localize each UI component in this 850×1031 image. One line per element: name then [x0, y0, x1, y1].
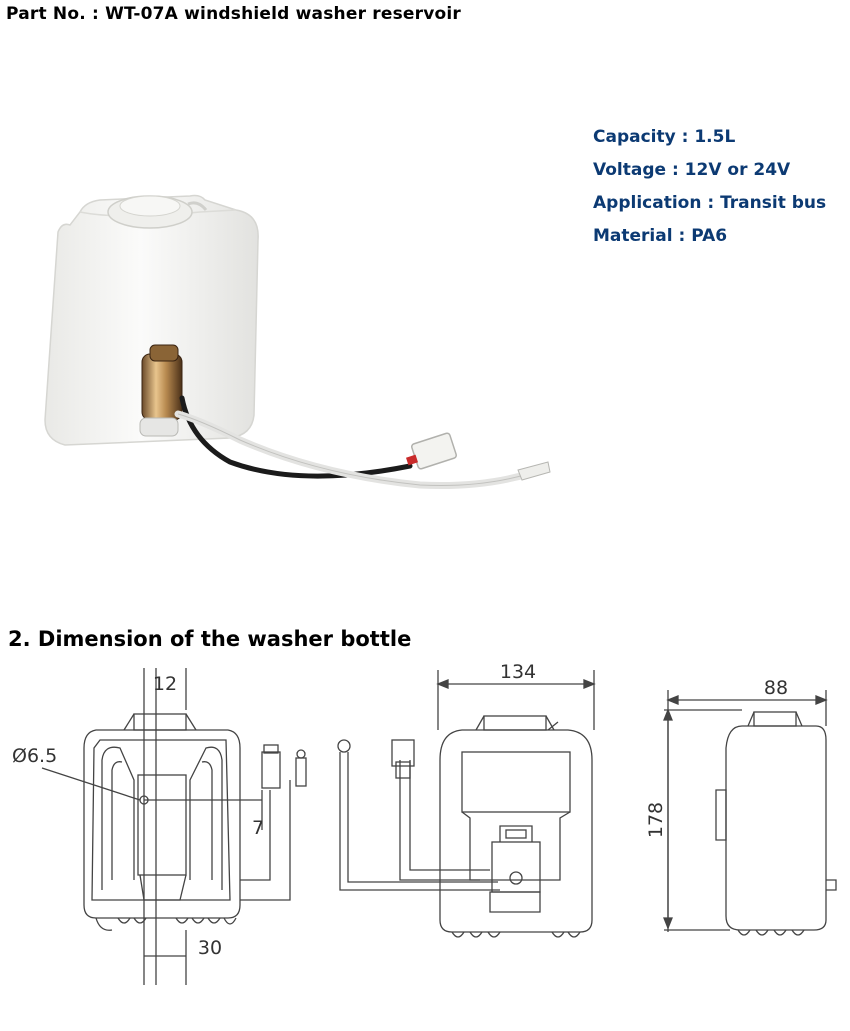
dim-side-depth: 88: [764, 677, 788, 699]
reservoir-body: [44, 194, 259, 446]
spec-application: Application : Transit bus: [593, 193, 827, 213]
spec-list: Capacity : 1.5L Voltage : 12V or 24V App…: [593, 126, 826, 258]
dim-front-width: 134: [500, 661, 536, 683]
spec-capacity: Capacity : 1.5L: [593, 127, 736, 147]
dim-top-width: 12: [153, 673, 177, 695]
section-title: 2. Dimension of the washer bottle: [8, 627, 412, 651]
spec-material: Material : PA6: [593, 226, 728, 246]
dim-side-offset: 7: [252, 817, 264, 839]
spec-voltage: Voltage : 12V or 24V: [593, 160, 791, 180]
front-view: [41, 668, 307, 985]
product-photo: [44, 194, 551, 490]
dim-hole-diameter: Ø6.5: [12, 745, 57, 767]
side-view-front: [337, 670, 596, 938]
dim-height: 178: [645, 802, 667, 838]
hose-nozzle: [517, 461, 551, 481]
page-title: Part No. : WT-07A windshield washer rese…: [6, 4, 461, 24]
side-view-right: [663, 690, 837, 936]
dim-bottom-width: 30: [198, 937, 222, 959]
